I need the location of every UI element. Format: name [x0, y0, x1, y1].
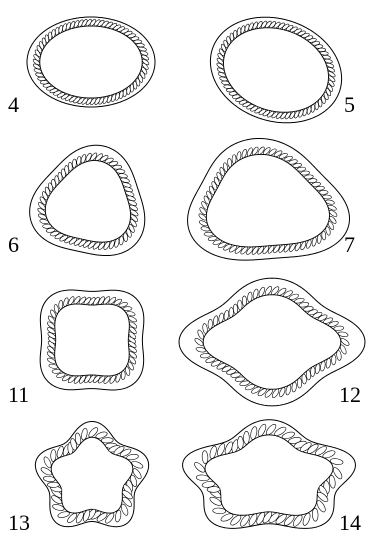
petal-5-28	[224, 85, 232, 89]
figure-label-14: 14	[339, 510, 361, 535]
petal-6-8	[119, 236, 124, 245]
petal-5-64	[320, 51, 328, 55]
petal-6-39	[72, 159, 76, 168]
petal-7-61	[319, 190, 328, 194]
petal-7-62	[322, 195, 331, 200]
petal-11-33	[59, 300, 63, 309]
petal-5-41	[233, 30, 237, 38]
pattern-figure-5: 5	[210, 17, 355, 123]
inner-contour-11	[55, 304, 130, 376]
figure-label-4: 4	[8, 92, 19, 117]
petal-12-32	[208, 319, 213, 329]
petal-6-49	[116, 169, 125, 174]
petal-12-2	[336, 350, 342, 361]
petal-4-42	[48, 32, 52, 40]
petal-7-60	[315, 186, 324, 191]
petal-5-27	[226, 88, 234, 92]
figure-label-12: 12	[339, 382, 361, 407]
petal-12-3	[331, 355, 336, 365]
petal-11-7	[121, 371, 125, 380]
petal-14-29	[237, 436, 243, 449]
petal-6-38	[68, 162, 72, 171]
pattern-figure-6: 6	[8, 145, 145, 257]
pattern-figure-14: 14	[183, 420, 361, 535]
petal-12-7	[310, 366, 315, 376]
petal-14-24	[202, 451, 209, 464]
petal-12-38	[237, 300, 242, 310]
petal-11-46	[123, 306, 132, 310]
petal-13-19	[47, 482, 59, 487]
petal-4-30	[40, 80, 48, 84]
pattern-figure-4: 4	[8, 17, 155, 117]
pattern-figure-11: 11	[8, 290, 144, 407]
petal-12-10	[297, 378, 302, 388]
petal-12-39	[242, 296, 247, 306]
petal-4-8	[126, 87, 130, 95]
petal-11-20	[52, 369, 61, 373]
petal-12-27	[200, 353, 210, 358]
petal-4-43	[51, 29, 55, 37]
pattern-figure-7: 7	[188, 138, 355, 260]
outer-contour-4	[27, 17, 155, 107]
figure-label-5: 5	[344, 92, 355, 117]
petal-13-32	[101, 437, 113, 443]
petal-12-9	[301, 374, 306, 384]
petal-13-23	[50, 449, 56, 461]
petal-12-8	[306, 370, 311, 380]
pattern-figure-12: 12	[179, 278, 365, 407]
figure-label-11: 11	[8, 382, 29, 407]
petal-6-24	[43, 224, 52, 228]
figure-label-13: 13	[8, 510, 30, 535]
inner-contour-12	[203, 295, 341, 389]
petal-14-30	[244, 431, 250, 444]
inner-contour-4	[40, 26, 142, 98]
figure-label-6: 6	[8, 232, 19, 257]
petal-7-27	[204, 232, 213, 236]
petal-4-65	[134, 40, 142, 44]
petal-12-36	[229, 307, 234, 317]
petal-7-42	[232, 155, 236, 164]
petal-4-7	[130, 84, 134, 92]
petal-5-63	[318, 48, 326, 52]
petal-7-41	[227, 158, 232, 167]
outer-contour-7	[188, 138, 350, 260]
petal-7-5	[322, 231, 327, 240]
petal-12-56	[334, 326, 344, 331]
outer-contour-5	[210, 17, 341, 123]
petal-14-17	[213, 508, 226, 514]
petal-12-37	[233, 304, 238, 314]
petal-13-14	[57, 511, 70, 519]
petal-6-48	[113, 165, 122, 170]
petal-5-5	[315, 102, 319, 110]
pattern-figure-13: 13	[8, 422, 149, 536]
petal-14-5	[312, 508, 318, 521]
petal-12-31	[202, 323, 208, 334]
outer-contour-12	[179, 278, 365, 406]
petal-4-31	[37, 77, 45, 81]
petal-4-66	[136, 43, 144, 47]
figure-label-7: 7	[344, 232, 355, 257]
